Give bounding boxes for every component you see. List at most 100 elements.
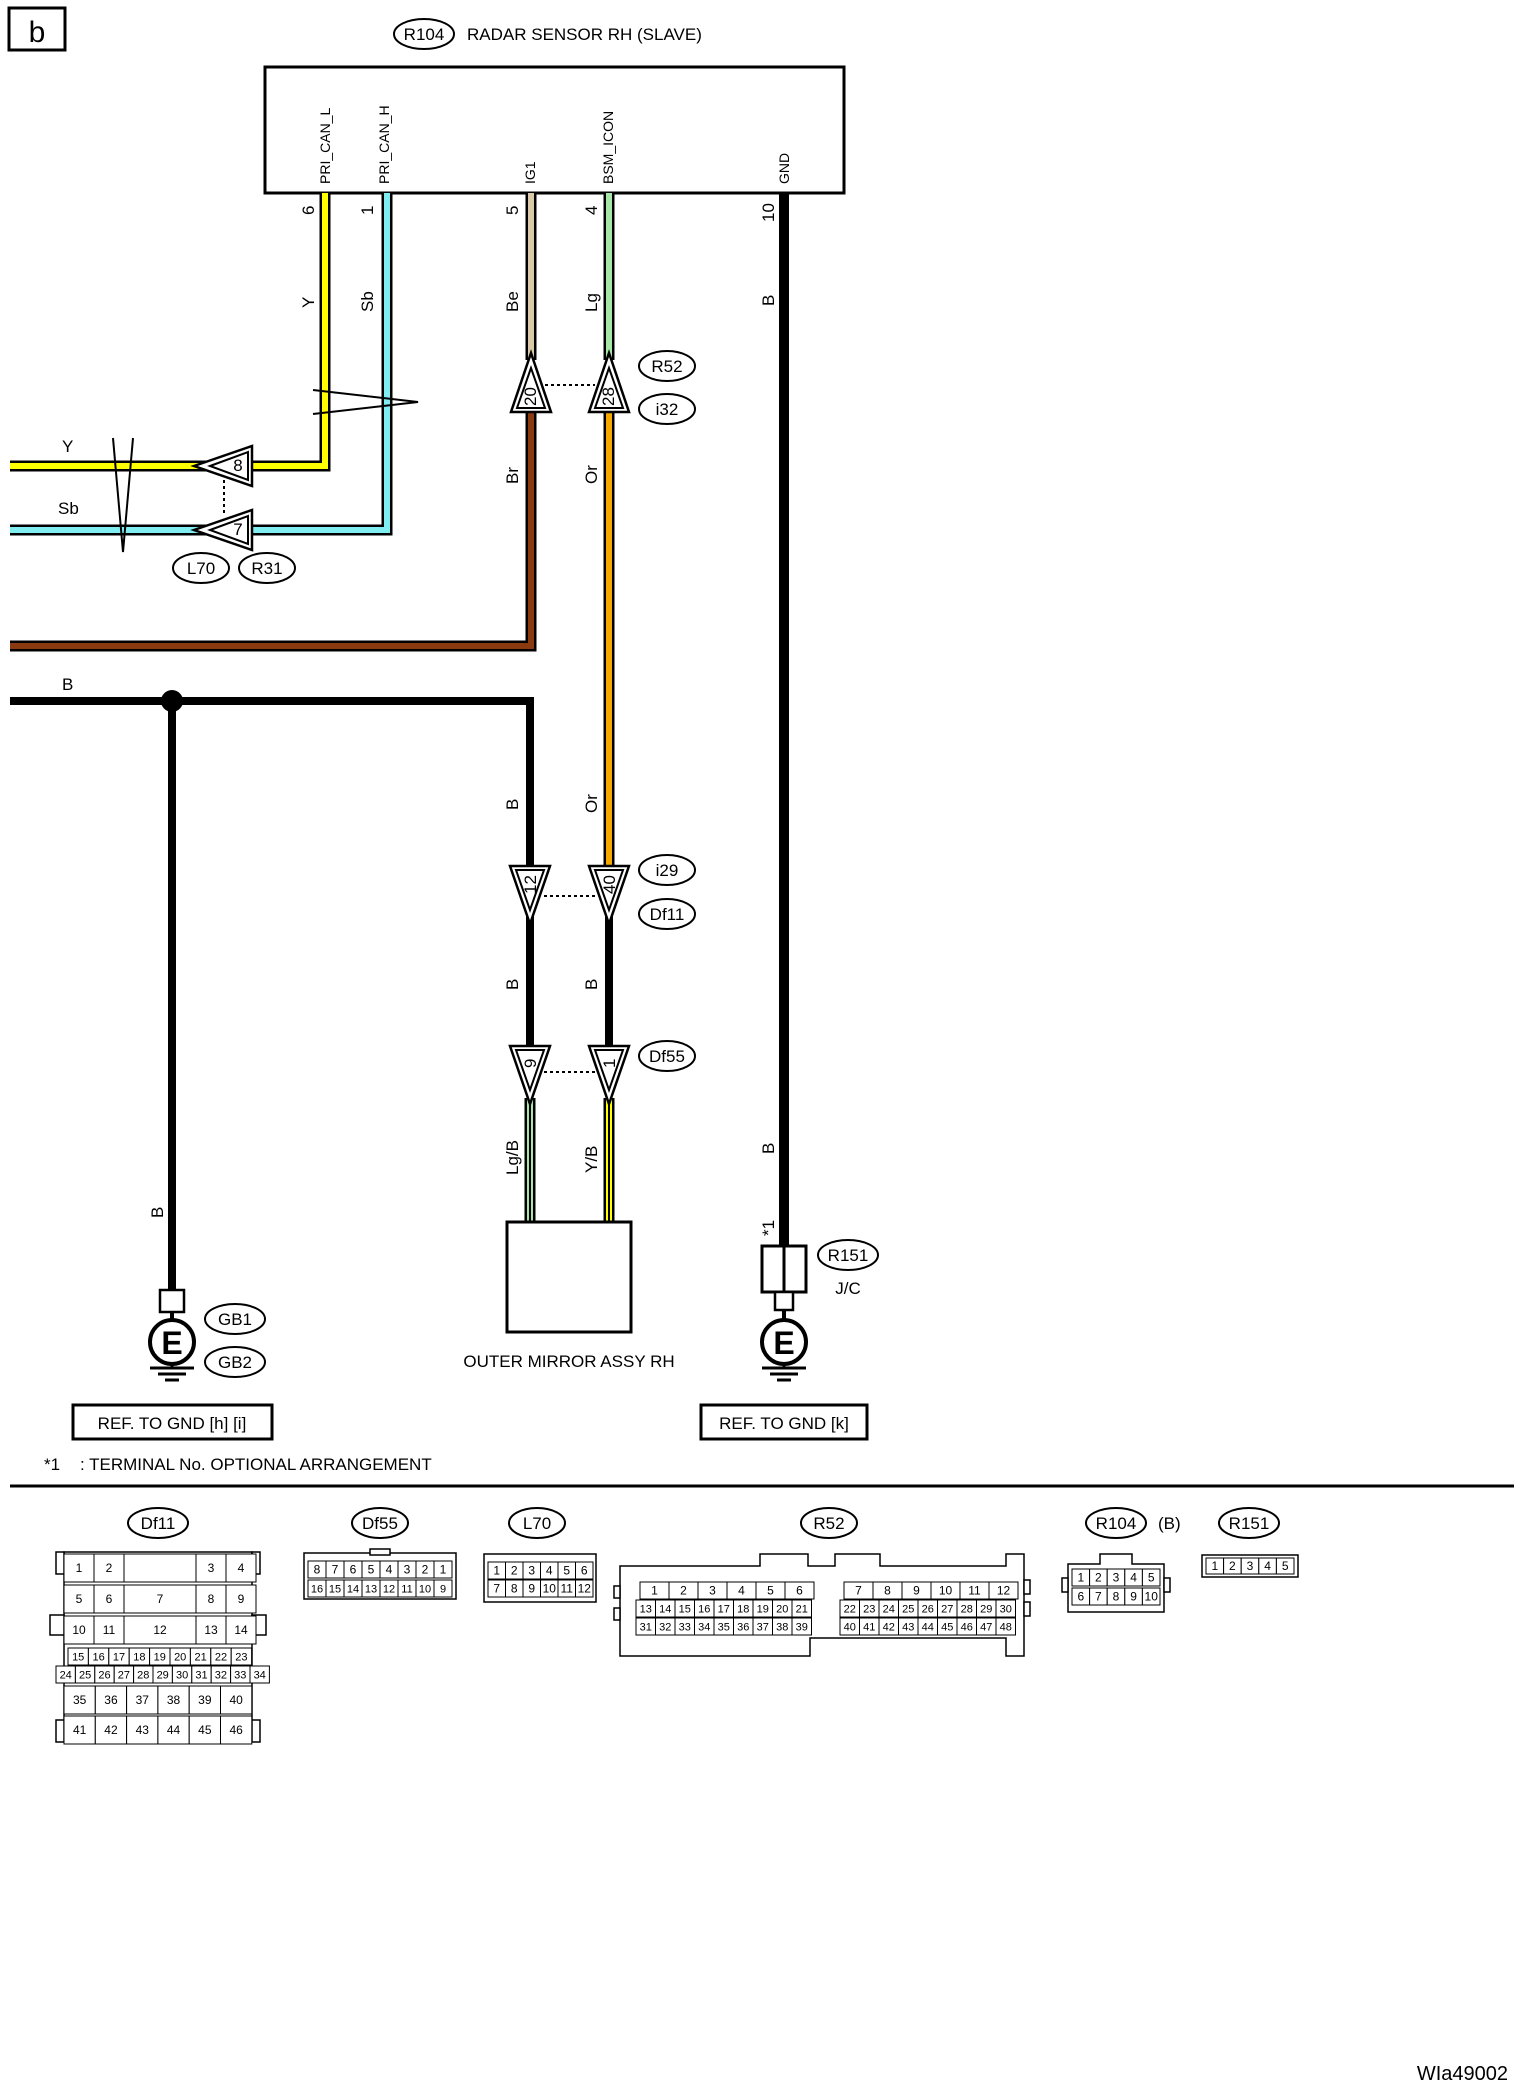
- pin-number: 15: [329, 1584, 341, 1596]
- pin-cell: [575, 1579, 594, 1598]
- radar-connector-id-oval: [393, 18, 455, 50]
- pin-number: 10: [72, 1623, 86, 1637]
- wire-label-sb-left: Sb: [58, 499, 79, 518]
- wire-label-b-gnd: B: [759, 1143, 778, 1154]
- pin-number: 10: [939, 1584, 953, 1598]
- ref-gnd-right-box: [699, 1403, 869, 1441]
- pin-number: 6: [350, 1563, 357, 1577]
- pin-cell: [988, 1581, 1019, 1600]
- pin-number: 22: [844, 1604, 856, 1616]
- wire-label-b-mid-left: B: [503, 979, 522, 990]
- pin-number: 40: [229, 1693, 243, 1707]
- pin-number: 5: [368, 1563, 375, 1577]
- connector-id-i29: i29: [656, 861, 679, 880]
- pin-number: 38: [167, 1693, 181, 1707]
- connector-id-i32: i32: [656, 400, 679, 419]
- wire-label-b-top-left: B: [62, 675, 73, 694]
- pin-number: 37: [136, 1693, 150, 1707]
- jc-id-oval-r151: [817, 1239, 879, 1271]
- connector-i29-df11: 12 40: [508, 864, 631, 928]
- pin-number: 3: [404, 1563, 411, 1577]
- pin-cell: [94, 1715, 128, 1745]
- pin-number: 12: [997, 1584, 1011, 1598]
- outer-mirror-label: OUTER MIRROR ASSY RH: [463, 1352, 674, 1371]
- pin-number: 3: [1113, 1571, 1120, 1585]
- outer-mirror-box: [505, 1220, 633, 1334]
- pin-number: 9: [440, 1584, 446, 1596]
- pin-cell: [94, 1685, 128, 1715]
- pin-number: 29: [980, 1604, 992, 1616]
- pin-number: 1: [1211, 1559, 1218, 1573]
- ground-left: E: [148, 1288, 196, 1382]
- pin-cell: [157, 1685, 190, 1715]
- pin-cell: [123, 1553, 197, 1583]
- pin-number: 16: [311, 1584, 323, 1596]
- section-label: b: [29, 16, 46, 49]
- face-id-r104: R104: [1096, 1514, 1137, 1533]
- pin-number: 2: [680, 1584, 687, 1598]
- pin-number: 3: [208, 1561, 215, 1575]
- pin-number: 46: [961, 1622, 973, 1634]
- face-id-oval-l70: [508, 1507, 566, 1539]
- wire-label-br: Br: [503, 467, 522, 484]
- pin-cell: [157, 1715, 190, 1745]
- pin-cell: [195, 1584, 227, 1614]
- pin-number: 6: [796, 1584, 803, 1598]
- pin-number: 4: [1264, 1559, 1271, 1573]
- pin-number: 15: [72, 1652, 84, 1664]
- radar-sensor-box: [263, 65, 846, 195]
- pin-number: 7: [493, 1582, 500, 1596]
- pin-number-1: 1: [358, 206, 377, 215]
- pin-number: 6: [1077, 1590, 1084, 1604]
- pin-number: 6: [581, 1564, 588, 1578]
- footnote-text: : TERMINAL No. OPTIONAL ARRANGEMENT: [80, 1455, 432, 1474]
- pin-number: 2: [422, 1563, 429, 1577]
- face-id-oval-df11: [127, 1507, 189, 1539]
- wire-label-y-left: Y: [62, 437, 73, 456]
- face-id-oval-r151: [1218, 1507, 1280, 1539]
- pin-number: 17: [113, 1652, 125, 1664]
- pin-number: 28: [137, 1670, 149, 1682]
- pin-number: 2: [1229, 1559, 1236, 1573]
- pin-number: 3: [1247, 1559, 1254, 1573]
- ref-gnd-left-box: [71, 1403, 274, 1441]
- pin-number: 7: [157, 1592, 164, 1606]
- connector-pin-9: 9: [521, 1059, 540, 1068]
- pin-number: 20: [174, 1652, 186, 1664]
- face-id-l70: L70: [523, 1514, 551, 1533]
- pin-number: 30: [176, 1670, 188, 1682]
- pin-number-10: 10: [759, 203, 778, 222]
- pin-number: 48: [1000, 1622, 1012, 1634]
- pin-name-bsm-icon: BSM_ICON: [600, 111, 616, 184]
- face-id-r151: R151: [1229, 1514, 1270, 1533]
- pin-number: 2: [511, 1564, 518, 1578]
- pin-number: 12: [578, 1582, 592, 1596]
- pin-number: 32: [659, 1622, 671, 1634]
- ref-gnd-right: REF. TO GND [k]: [719, 1414, 849, 1433]
- ground-right: E: [760, 1244, 808, 1382]
- pin-number: 22: [215, 1652, 227, 1664]
- pin-number: 9: [238, 1592, 245, 1606]
- pin-cell: [123, 1615, 197, 1645]
- splice-point: [161, 690, 183, 712]
- pin-number: 7: [332, 1563, 339, 1577]
- pin-number: 3: [709, 1584, 716, 1598]
- ground-id-gb2: GB2: [218, 1353, 252, 1372]
- pin-number: 1: [440, 1563, 447, 1577]
- wire-label-b-ground-left: B: [148, 1207, 167, 1218]
- pin-number: 28: [961, 1604, 973, 1616]
- pin-number: 44: [922, 1622, 934, 1634]
- pin-number: 21: [194, 1652, 206, 1664]
- pin-number: 42: [883, 1622, 895, 1634]
- wire-y: [10, 193, 328, 469]
- pin-cell: [220, 1685, 253, 1715]
- pin-number: 14: [347, 1584, 359, 1596]
- ground-id-gb1: GB1: [218, 1310, 252, 1329]
- pin-number: 1: [1077, 1571, 1084, 1585]
- pin-cell: [63, 1553, 95, 1583]
- pin-number: 11: [401, 1584, 412, 1596]
- wire-label-sb: Sb: [358, 291, 377, 312]
- pin-number: 26: [98, 1670, 110, 1682]
- pin-cell: [1141, 1587, 1161, 1606]
